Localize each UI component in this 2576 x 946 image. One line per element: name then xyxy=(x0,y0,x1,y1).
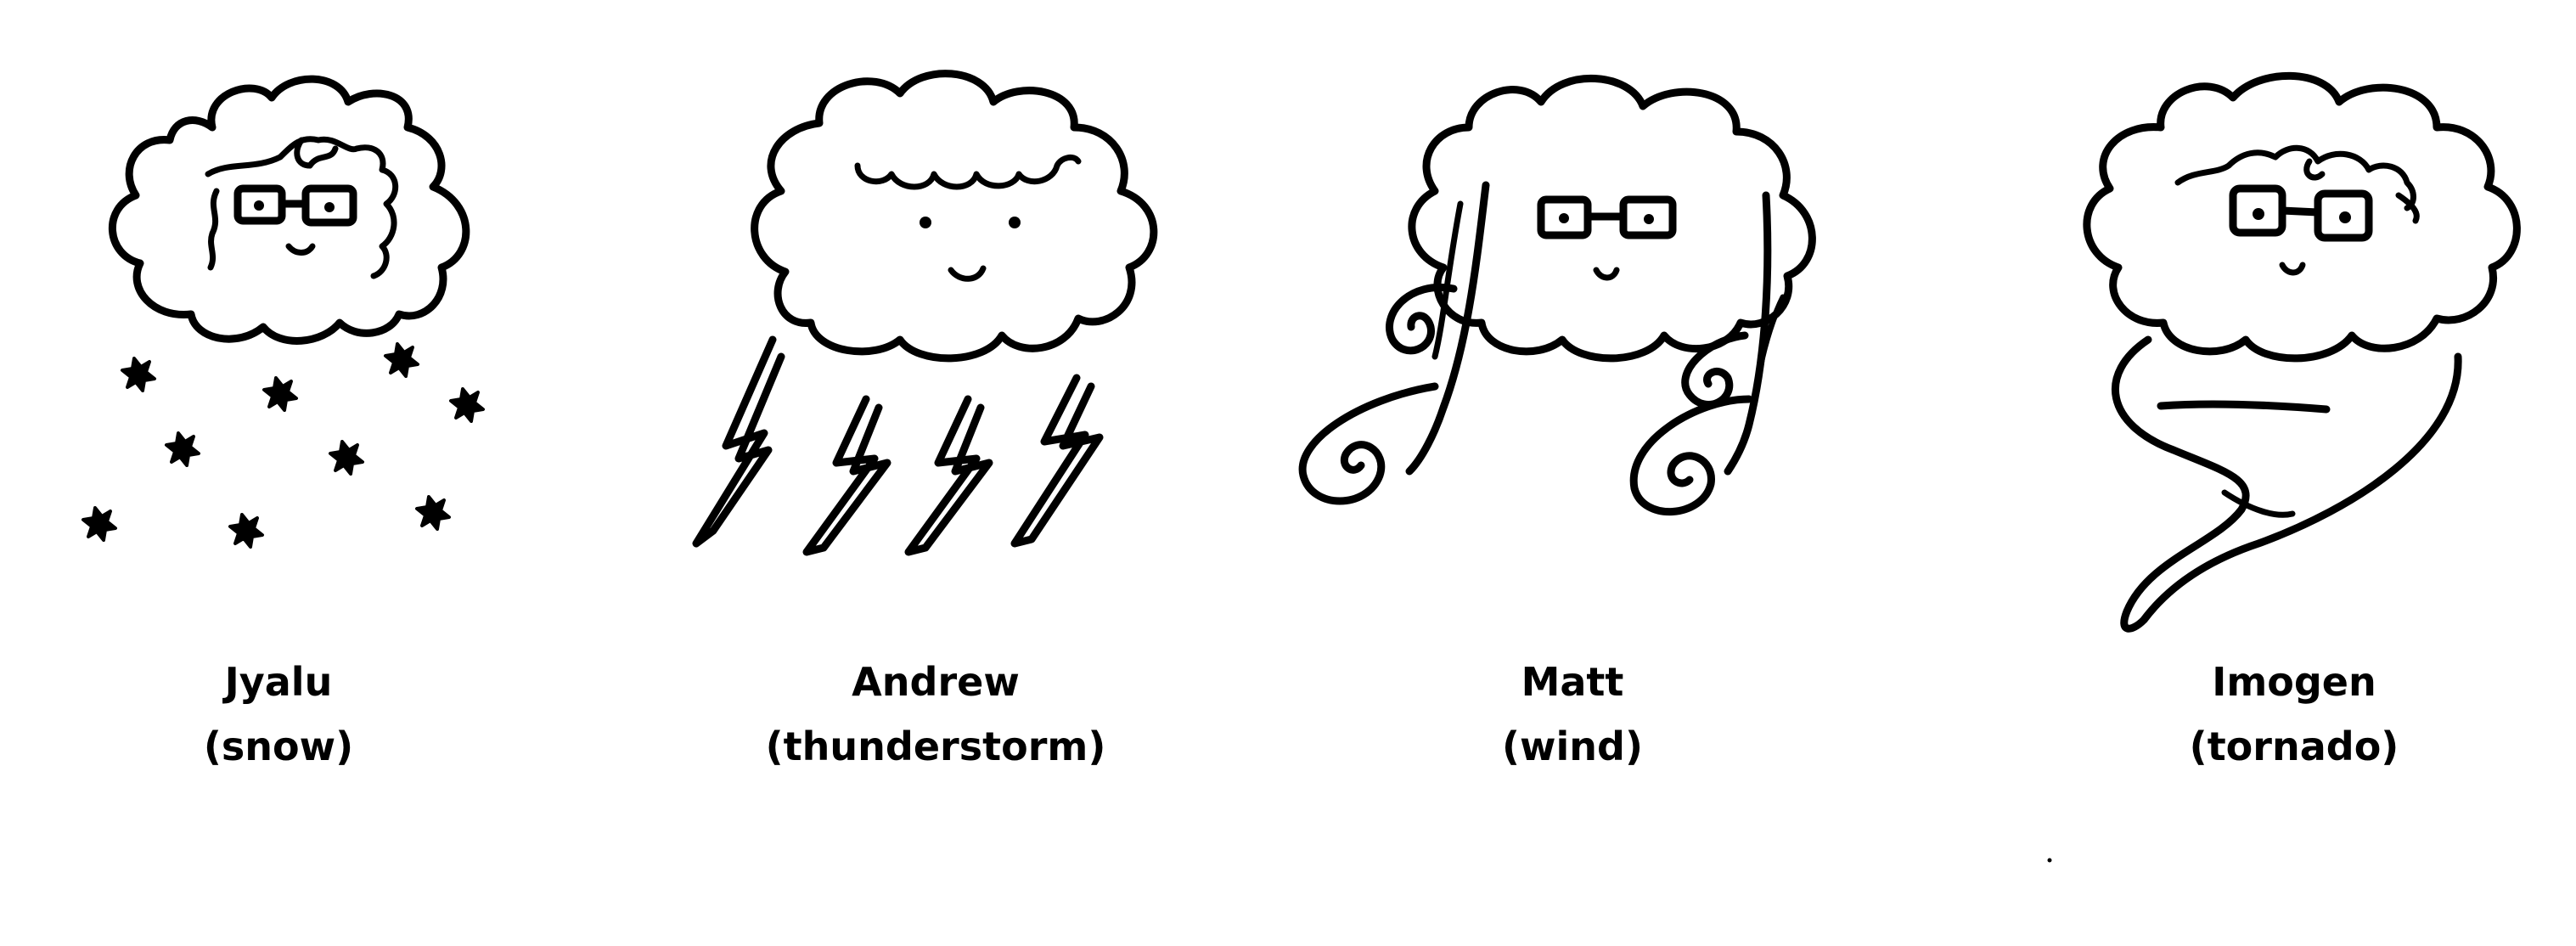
imogen-smile xyxy=(2279,262,2306,276)
character-weather-jyalu: (snow) xyxy=(203,724,354,769)
andrew-eye-left xyxy=(920,217,931,228)
lightning-bolt-3 xyxy=(904,395,993,556)
character-name-matt: Matt xyxy=(1521,659,1624,705)
andrew-hair xyxy=(854,154,1082,190)
tornado-swirl-line xyxy=(2157,400,2331,414)
matt-cloud-outline xyxy=(1408,75,1816,363)
lightning-bolt-2 xyxy=(802,395,891,556)
andrew-smile xyxy=(948,265,987,282)
character-name-andrew: Andrew xyxy=(852,659,1020,705)
matt-hair-right xyxy=(1724,191,1772,476)
andrew-eye-right xyxy=(1009,217,1021,228)
imogen-cloud-outline xyxy=(2083,71,2521,363)
andrew-drawing xyxy=(692,70,1158,556)
jyalu-cloud-outline xyxy=(109,75,470,345)
imogen-drawing xyxy=(2047,71,2521,863)
character-weather-andrew: (thunderstorm) xyxy=(765,724,1106,769)
lightning-bolt-4 xyxy=(1010,374,1104,548)
imogen-hair xyxy=(2174,144,2416,211)
caption-jyalu: Jyalu (snow) xyxy=(24,650,533,779)
jyalu-smile xyxy=(285,243,316,256)
character-weather-imogen: (tornado) xyxy=(2189,724,2399,769)
jyalu-drawing xyxy=(82,75,485,549)
wind-swirl-2 xyxy=(1298,382,1439,505)
caption-andrew: Andrew (thunderstorm) xyxy=(681,650,1190,779)
character-name-imogen: Imogen xyxy=(2212,659,2376,705)
lightning-bolt-1 xyxy=(692,335,785,548)
jyalu-hair xyxy=(205,136,399,279)
wind-swirl-4 xyxy=(1629,395,1753,516)
lightning-bolts xyxy=(692,335,1104,556)
matt-smile xyxy=(1593,267,1620,281)
andrew-cloud-outline xyxy=(751,70,1158,363)
wind-swirl-1 xyxy=(1386,284,1458,355)
caption-imogen: Imogen (tornado) xyxy=(2039,650,2549,779)
character-name-jyalu: Jyalu xyxy=(224,659,333,705)
character-weather-matt: (wind) xyxy=(1502,724,1643,769)
wind-swirls xyxy=(1298,284,1753,516)
snowflakes xyxy=(82,342,485,549)
tornado-funnel xyxy=(2112,335,2462,633)
matt-hair-left xyxy=(1405,181,1490,476)
tornado-tail xyxy=(2221,489,2296,518)
matt-drawing xyxy=(1298,75,1816,516)
caption-matt: Matt (wind) xyxy=(1318,650,1827,779)
